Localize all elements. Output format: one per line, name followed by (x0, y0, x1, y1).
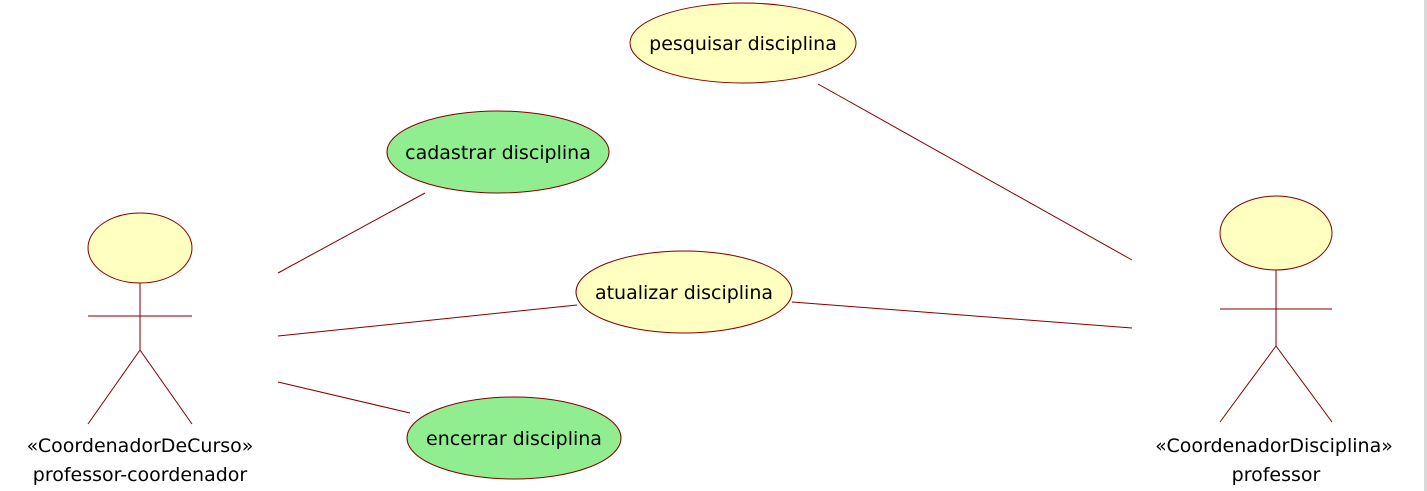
association-coordenador-disciplina-atualizar (791, 301, 1133, 329)
association-coordenador-curso-encerrar (277, 381, 411, 414)
actor-name: professor-coordenador (33, 464, 248, 486)
actor-stereotype: «CoordenadorDisciplina» (1155, 435, 1393, 457)
use-case-ellipse (406, 396, 622, 480)
stick-figure-icon (1219, 195, 1333, 423)
association-coordenador-curso-cadastrar (277, 192, 426, 274)
actor-right-leg (139, 349, 193, 425)
use-case-cadastrar-disciplina[interactable]: cadastrar disciplina (386, 110, 610, 194)
associations (277, 83, 1133, 414)
actor-head (1219, 195, 1333, 271)
actor-right-leg (1275, 345, 1333, 423)
use-case-atualizar-disciplina[interactable]: atualizar disciplina (575, 250, 793, 334)
actor-stereotype: «CoordenadorDeCurso» (27, 435, 254, 457)
association-coordenador-disciplina-pesquisar (817, 83, 1133, 261)
use-case-label: pesquisar disciplina (649, 33, 837, 55)
window-edge (1424, 0, 1427, 491)
use-case-pesquisar-disciplina[interactable]: pesquisar disciplina (629, 2, 857, 84)
actor-coordenador-de-curso[interactable]: «CoordenadorDeCurso» professor-coordenad… (27, 212, 254, 486)
use-case-label: encerrar disciplina (426, 428, 602, 450)
actor-coordenador-disciplina[interactable]: «CoordenadorDisciplina» professor (1155, 195, 1393, 486)
use-case-ellipse (386, 110, 610, 194)
use-case-label: cadastrar disciplina (405, 142, 591, 164)
use-case-encerrar-disciplina[interactable]: encerrar disciplina (406, 396, 622, 480)
use-case-ellipse (575, 250, 793, 334)
actor-left-leg (87, 349, 141, 425)
use-case-ellipse (629, 2, 857, 84)
stick-figure-icon (87, 212, 193, 425)
actor-head (87, 212, 193, 284)
actor-name: professor (1232, 464, 1321, 486)
use-case-label: atualizar disciplina (595, 282, 773, 304)
association-coordenador-curso-atualizar (277, 304, 578, 337)
actor-left-leg (1219, 345, 1277, 423)
